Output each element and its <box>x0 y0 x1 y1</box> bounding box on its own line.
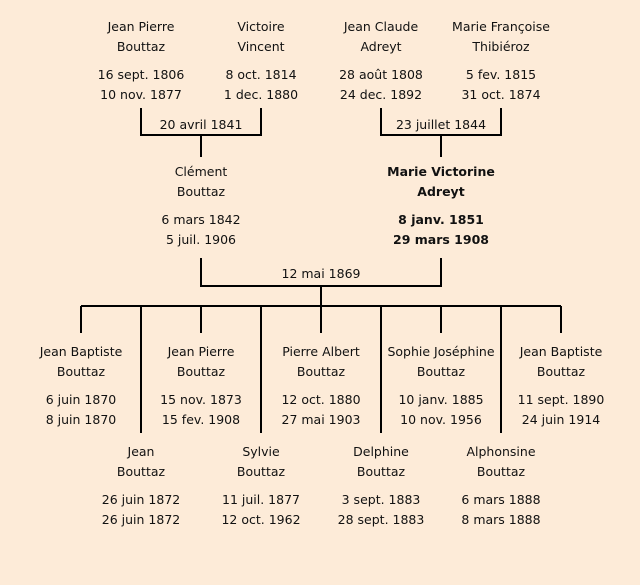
person-last-name: Bouttaz <box>176 184 226 199</box>
person-last-name: Bouttaz <box>116 39 166 54</box>
person-last-name: Adreyt <box>417 184 465 199</box>
person-first-name: Victoire <box>237 19 285 34</box>
person-death-date: 29 mars 1908 <box>393 232 489 247</box>
person-birth-date: 6 mars 1888 <box>461 492 541 507</box>
person-birth-date: 10 janv. 1885 <box>398 392 484 407</box>
person-last-name: Bouttaz <box>476 464 526 479</box>
person-last-name: Thibiéroz <box>472 39 530 54</box>
person-last-name: Bouttaz <box>296 364 346 379</box>
marriage-date-parents: 12 mai 1869 <box>281 266 361 281</box>
person-birth-date: 16 sept. 1806 <box>97 67 185 82</box>
person-birth-date: 12 oct. 1880 <box>281 392 361 407</box>
person-last-name: Bouttaz <box>536 364 586 379</box>
person-last-name: Adreyt <box>360 39 402 54</box>
person-first-name: Sophie Joséphine <box>387 344 495 359</box>
person-death-date: 10 nov. 1877 <box>100 87 182 102</box>
person-birth-date: 6 mars 1842 <box>161 212 241 227</box>
person-first-name: Jean Baptiste <box>39 344 123 359</box>
children-drops <box>80 306 562 433</box>
person-first-name: Jean Claude <box>343 19 419 34</box>
person-birth-date: 6 juin 1870 <box>45 392 117 407</box>
person-birth-date: 8 oct. 1814 <box>225 67 297 82</box>
person-birth-date: 15 nov. 1873 <box>160 392 242 407</box>
person-death-date: 8 mars 1888 <box>461 512 541 527</box>
person-death-date: 5 juil. 1906 <box>165 232 237 247</box>
person-first-name: Jean Baptiste <box>519 344 603 359</box>
person-birth-date: 8 janv. 1851 <box>398 212 484 227</box>
person-first-name: Pierre Albert <box>282 344 360 359</box>
marriage-date-maternal: 23 juillet 1844 <box>395 117 487 132</box>
person-last-name: Bouttaz <box>356 464 406 479</box>
person-last-name: Bouttaz <box>116 464 166 479</box>
person-birth-date: 5 fev. 1815 <box>465 67 537 82</box>
person-birth-date: 26 juin 1872 <box>101 492 181 507</box>
person-first-name: Alphonsine <box>466 444 536 459</box>
person-birth-date: 11 juil. 1877 <box>222 492 300 507</box>
person-last-name: Bouttaz <box>416 364 466 379</box>
person-first-name: Clément <box>174 164 228 179</box>
person-first-name: Delphine <box>353 444 409 459</box>
person-first-name: Marie Françoise <box>452 19 550 34</box>
person-death-date: 10 nov. 1956 <box>400 412 482 427</box>
person-death-date: 1 dec. 1880 <box>223 87 299 102</box>
person-death-date: 24 juin 1914 <box>521 412 601 427</box>
person-first-name: Sylvie <box>242 444 280 459</box>
maternal-marriage-bracket <box>380 108 502 157</box>
marriage-date-paternal: 20 avril 1841 <box>159 117 243 132</box>
person-last-name: Bouttaz <box>236 464 286 479</box>
person-birth-date: 28 août 1808 <box>339 67 423 82</box>
paternal-marriage-bracket <box>140 108 262 157</box>
person-first-name: Jean Pierre <box>107 19 175 34</box>
person-first-name: Jean Pierre <box>167 344 235 359</box>
person-death-date: 15 fev. 1908 <box>161 412 241 427</box>
person-first-name: Jean <box>127 444 155 459</box>
person-birth-date: 11 sept. 1890 <box>517 392 605 407</box>
person-death-date: 8 juin 1870 <box>45 412 117 427</box>
person-birth-date: 3 sept. 1883 <box>341 492 421 507</box>
person-death-date: 27 mai 1903 <box>281 412 361 427</box>
person-last-name: Bouttaz <box>176 364 226 379</box>
person-death-date: 26 juin 1872 <box>101 512 181 527</box>
person-death-date: 24 dec. 1892 <box>339 87 423 102</box>
person-first-name: Marie Victorine <box>387 164 495 179</box>
person-death-date: 28 sept. 1883 <box>337 512 425 527</box>
parents-marriage-bracket <box>200 258 442 306</box>
person-death-date: 12 oct. 1962 <box>221 512 301 527</box>
person-last-name: Vincent <box>237 39 285 54</box>
person-death-date: 31 oct. 1874 <box>461 87 541 102</box>
person-last-name: Bouttaz <box>56 364 106 379</box>
